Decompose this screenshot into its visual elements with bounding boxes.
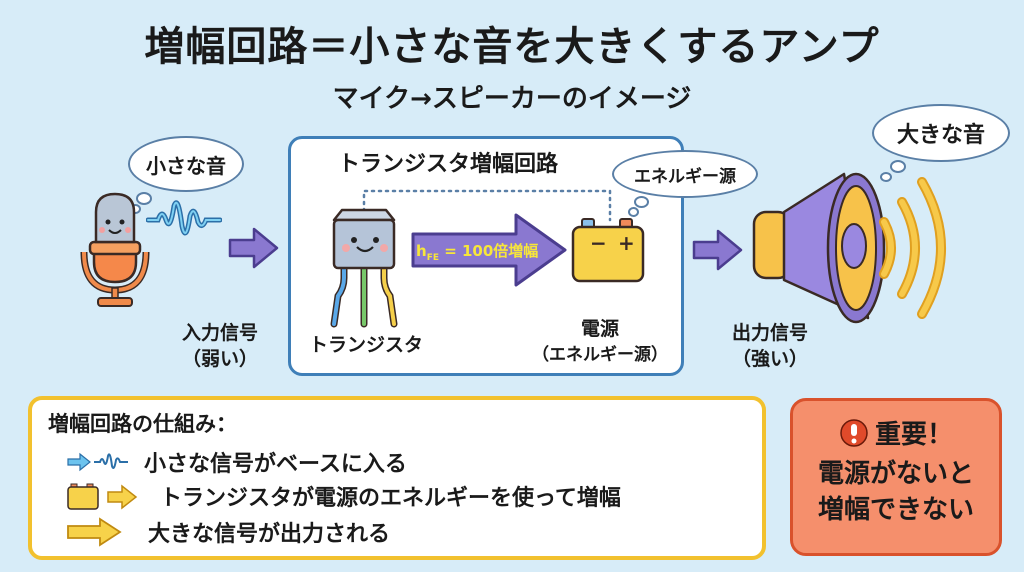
transistor-icon	[330, 208, 398, 328]
battery-plus: +	[618, 231, 635, 255]
battery-icon: − +	[571, 218, 645, 283]
warning-heading: 重要！	[790, 414, 1002, 451]
bubble-dot	[136, 192, 152, 205]
step-item: トランジスタが電源のエネルギーを使って増幅	[66, 480, 621, 512]
input-bubble-text: 小さな音	[146, 153, 226, 178]
input-signal-label: 入力信号 （弱い）	[181, 322, 258, 370]
bubble-dot	[634, 196, 649, 208]
circuit-title: トランジスタ増幅回路	[337, 152, 558, 177]
battery-arrow-icon	[67, 483, 138, 510]
step-item: 大きな信号が出力される	[66, 516, 390, 548]
output-signal-label: 出力信号 （強い）	[731, 322, 808, 370]
bubble-dot	[880, 172, 892, 182]
arrow-right-icon	[692, 229, 743, 271]
warning-panel	[790, 398, 1002, 556]
gain-label: hFE = 100倍増幅	[416, 242, 539, 263]
arrow-wave-icon	[67, 452, 128, 472]
gain-arrow	[411, 213, 567, 287]
sound-wave-icon	[146, 200, 222, 236]
how-it-works-panel	[28, 396, 766, 560]
exclamation-icon	[840, 418, 868, 447]
step-text: 大きな信号が出力される	[148, 522, 391, 547]
step-item: 小さな信号がベースに入る	[66, 446, 407, 478]
big-arrow-icon	[67, 517, 122, 547]
how-it-works-title: 増幅回路の仕組み：	[48, 412, 237, 436]
transistor-label: トランジスタ	[308, 334, 423, 356]
microphone-icon	[80, 192, 150, 307]
bubble-dot	[628, 207, 639, 217]
speaker-icon	[752, 172, 946, 324]
energy-bubble-text: エネルギー源	[634, 166, 736, 187]
battery-minus: −	[590, 231, 607, 255]
output-thought-bubble: 大きな音	[872, 104, 1010, 162]
warning-message: 電源がないと 増幅できない	[817, 459, 974, 525]
output-bubble-text: 大きな音	[896, 123, 985, 148]
page-subtitle: マイク→スピーカーのイメージ	[332, 84, 692, 114]
page-title: 増幅回路＝小さな音を大きくするアンプ	[144, 24, 880, 70]
energy-thought-bubble: エネルギー源	[612, 150, 758, 198]
input-thought-bubble: 小さな音	[128, 136, 244, 192]
arrow-right-icon	[228, 227, 279, 269]
power-label: 電源 （エネルギー源）	[532, 318, 668, 365]
step-text: トランジスタが電源のエネルギーを使って増幅	[160, 486, 621, 511]
step-text: 小さな信号がベースに入る	[144, 452, 407, 477]
dotted-connector	[362, 189, 612, 222]
bubble-dot	[890, 160, 906, 173]
